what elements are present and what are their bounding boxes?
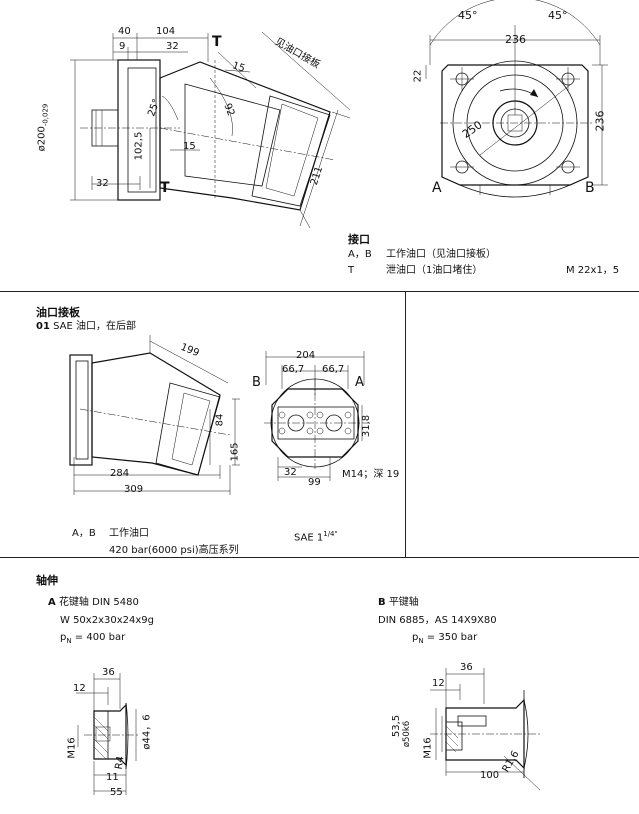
shaft-b-dim-100: 100 xyxy=(480,770,500,781)
shaft-a-drawing xyxy=(76,673,140,795)
dim-204: 204 xyxy=(296,350,316,361)
dim-31-8: 31,8 xyxy=(361,414,373,438)
port-plate-sae-label: SAE 1 xyxy=(294,532,324,544)
shaft-b-dim-M16: M16 xyxy=(422,737,434,759)
shaft-b-letter: B xyxy=(378,597,386,608)
plate-label-A: A xyxy=(355,375,364,390)
port-plate-pressure: 420 bar(6000 psi)高压系列 xyxy=(109,545,239,556)
dim-309: 309 xyxy=(124,484,144,495)
dim-15-mid: 15 xyxy=(183,141,196,152)
divider-middle xyxy=(0,557,639,558)
shaft-b-spec: DIN 6885，AS 14X9X80 xyxy=(378,615,497,626)
shaft-a-name: 花键轴 DIN 5480 xyxy=(58,597,139,608)
pump-side-view-drawing xyxy=(70,31,351,229)
divider-top xyxy=(0,291,639,292)
dim-32-plate: 32 xyxy=(284,467,297,478)
shaft-b-pn-value: = 350 bar xyxy=(426,632,478,643)
shaft-a-dim-11: 11 xyxy=(106,772,119,783)
dim-diameter-200: ø200-0,029 xyxy=(36,104,51,152)
dim-40: 40 xyxy=(118,26,131,37)
shaft-b-pressure: pN = 350 bar xyxy=(412,632,477,647)
ports-row1-code: A，B xyxy=(348,249,372,260)
shaft-b-drawing xyxy=(430,668,541,791)
dim-236-top: 236 xyxy=(505,33,526,46)
pump-front-view-drawing xyxy=(425,0,608,198)
dim-104: 104 xyxy=(156,26,176,37)
ports-title: 接口 xyxy=(348,233,370,246)
shaft-b-pn-sub: N xyxy=(418,637,424,645)
shaft-a-letter: A xyxy=(48,597,56,608)
dim-32-bottom: 32 xyxy=(96,178,109,189)
plate-thread-note: M14；深 19 xyxy=(342,469,400,480)
dim-165: 165 xyxy=(229,442,241,462)
label-T-top: T xyxy=(212,34,222,50)
shaft-b-pn-label: p xyxy=(412,632,419,643)
port-plate-side-drawing xyxy=(69,335,240,495)
port-plate-subtitle: 01 SAE 油口，在后部 xyxy=(36,321,136,333)
shaft-a-dim-R4: R4 xyxy=(113,755,127,771)
shaft-a-pn-label: p xyxy=(60,632,67,643)
dim-200-tol: -0,029 xyxy=(41,103,50,127)
shaft-b-name: 平键轴 xyxy=(388,597,419,608)
shaft-a-dim-36: 36 xyxy=(102,667,115,678)
ports-row2-desc: 泄油口（1油口堵住） xyxy=(386,265,483,276)
dim-200-main: ø200 xyxy=(36,126,48,152)
shaft-b-dim-36: 36 xyxy=(460,662,473,673)
dim-32-top: 32 xyxy=(166,41,179,52)
port-plate-work-desc: 工作油口 xyxy=(109,528,149,539)
shaft-b-dim-12: 12 xyxy=(432,678,445,689)
ports-row2-code: T xyxy=(348,265,355,276)
shaft-b-heading: B 平键轴 xyxy=(378,597,419,609)
ports-row1-desc: 工作油口（见油口接板） xyxy=(386,249,496,260)
shaft-a-heading: A 花键轴 DIN 5480 xyxy=(48,597,139,609)
label-T-bottom: T xyxy=(160,180,170,196)
port-plate-sae-fraction: 1/4" xyxy=(323,530,338,538)
port-plate-sae: SAE 11/4" xyxy=(294,528,338,544)
port-plate-work-code: A，B xyxy=(72,528,96,539)
shaft-a-pn-value: = 400 bar xyxy=(74,632,126,643)
angle-45-right: 45° xyxy=(548,9,568,22)
dim-66-7-right: 66,7 xyxy=(322,364,345,375)
dim-284: 284 xyxy=(110,468,130,479)
divider-vertical xyxy=(405,291,406,557)
dim-236-right: 236 xyxy=(593,110,607,132)
dim-66-7-left: 66,7 xyxy=(282,364,305,375)
dim-99: 99 xyxy=(308,477,321,488)
shaft-a-pressure: pN = 400 bar xyxy=(60,632,125,647)
shaft-a-pn-sub: N xyxy=(66,637,72,645)
shaft-a-spec: W 50x2x30x24x9g xyxy=(60,615,154,626)
ports-row2-thread: M 22x1，5 xyxy=(566,265,620,276)
shaft-a-dim-M16: M16 xyxy=(66,737,78,759)
dim-22: 22 xyxy=(412,69,424,83)
shaft-a-dim-55: 55 xyxy=(110,787,123,798)
shaft-a-dim-12: 12 xyxy=(73,683,86,694)
port-plate-title: 油口接板 xyxy=(36,306,80,319)
shaft-b-dim-50: ø50k6 xyxy=(402,720,413,748)
shaft-a-dim-44-6: ø44，6 xyxy=(141,714,153,750)
front-label-B: B xyxy=(585,180,595,196)
port-plate-front-drawing xyxy=(264,351,368,481)
port-plate-description: SAE 油口，在后部 xyxy=(53,321,136,332)
dim-9: 9 xyxy=(119,41,126,52)
angle-45-left: 45° xyxy=(458,9,478,22)
dim-102-5: 102,5 xyxy=(133,131,145,161)
port-plate-number: 01 xyxy=(36,321,50,332)
front-label-A: A xyxy=(432,180,442,196)
dim-84: 84 xyxy=(214,413,226,427)
shaft-title: 轴伸 xyxy=(36,574,58,587)
plate-label-B: B xyxy=(252,375,261,390)
